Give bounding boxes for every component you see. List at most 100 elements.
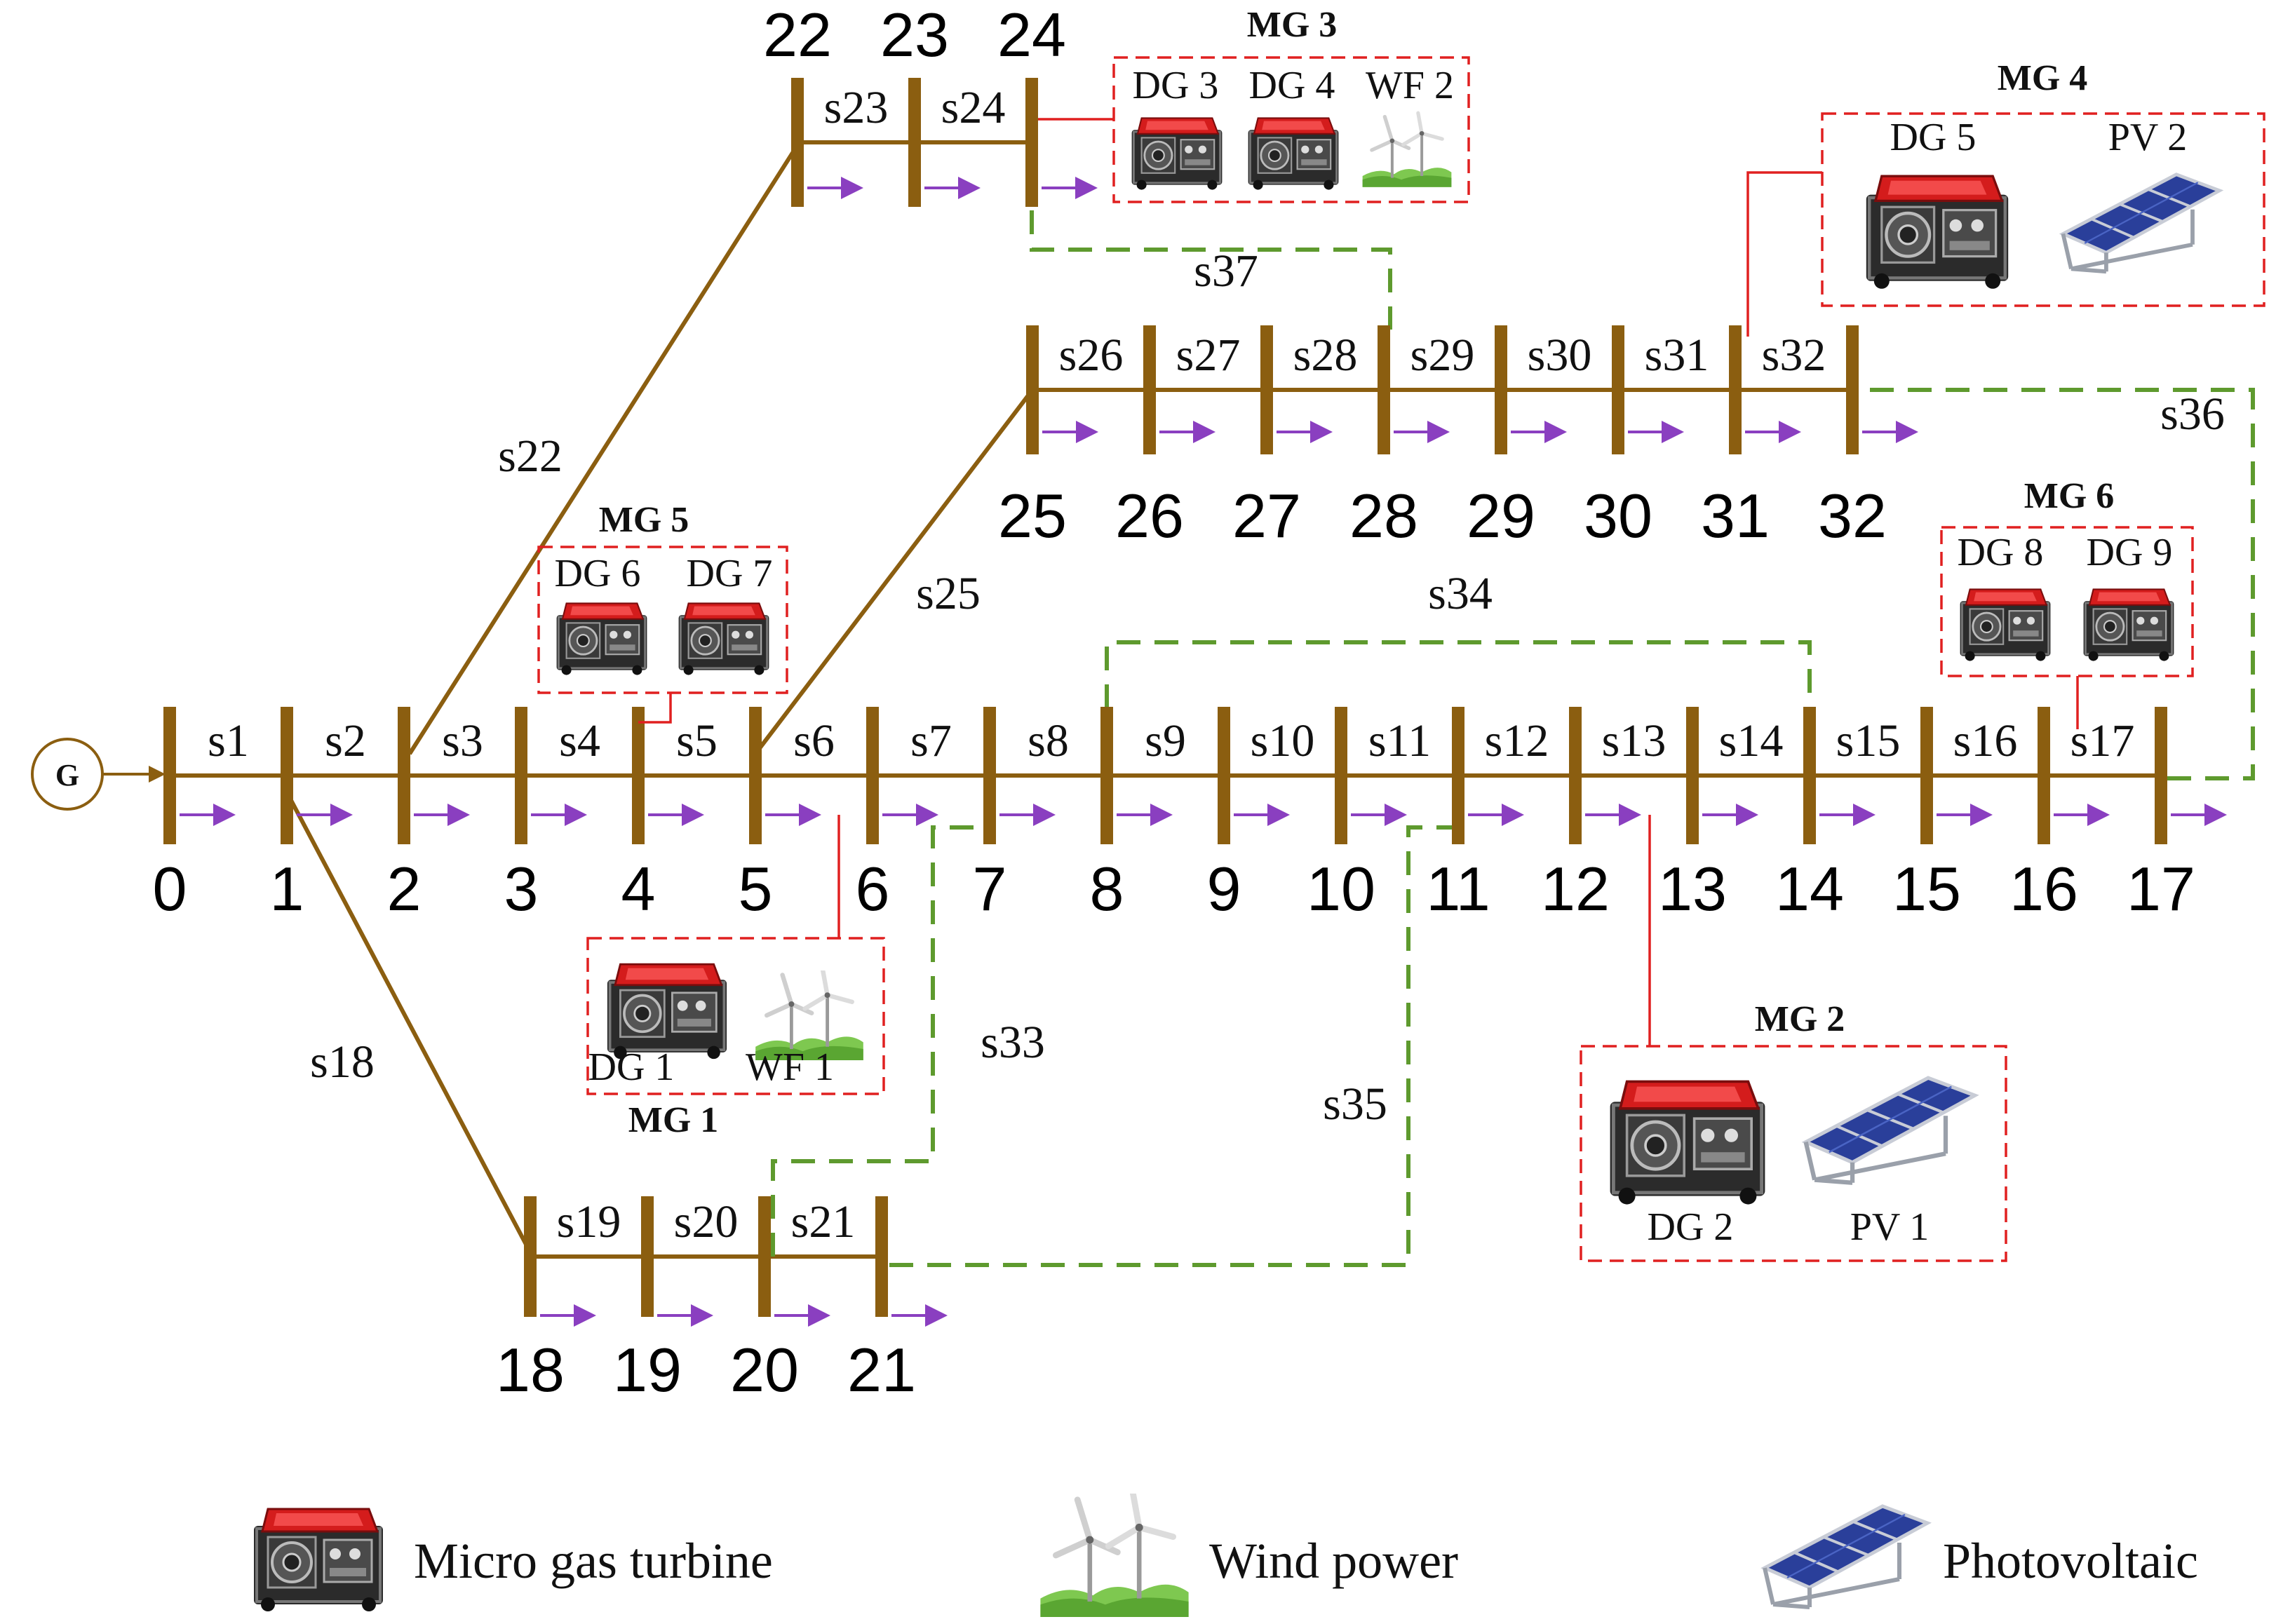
microgrid-title: MG 2 <box>1755 999 1845 1039</box>
line-label-s25: s25 <box>916 568 981 619</box>
legend-label: Wind power <box>1209 1533 1458 1589</box>
tie-label-s33: s33 <box>981 1017 1045 1068</box>
unit-label: DG 8 <box>1958 531 2044 574</box>
line-label-s18: s18 <box>310 1036 375 1088</box>
feeder-line-s25 <box>753 388 1035 755</box>
line-label-s7: s7 <box>910 715 952 766</box>
line-label-s29: s29 <box>1410 330 1475 381</box>
line-label-s21: s21 <box>791 1196 856 1247</box>
microgrid-mg-3: MG 3 DG 3 DG 4 WF 2 <box>1038 5 1470 203</box>
unit-label: PV 2 <box>2108 116 2188 159</box>
bus-number-9: 9 <box>1207 854 1241 923</box>
line-label-s24: s24 <box>941 82 1006 133</box>
bus-number-28: 28 <box>1349 481 1418 550</box>
microgrid-title: MG 6 <box>2024 476 2115 516</box>
legend-item-solar-panel: Photovoltaic <box>1765 1506 2198 1607</box>
bus-number-0: 0 <box>153 854 187 923</box>
microgrid-title: MG 1 <box>628 1100 719 1140</box>
microgrid-title: MG 4 <box>1998 58 2088 98</box>
microgrid-mg-2: MG 2 DG 2 PV 1 <box>1580 815 2007 1262</box>
bus-number-12: 12 <box>1541 854 1610 923</box>
wind-turbine-icon <box>1363 113 1452 187</box>
tie-line-s35 <box>889 825 1458 1267</box>
unit-label: DG 3 <box>1133 64 1219 107</box>
line-label-s26: s26 <box>1059 330 1124 381</box>
bus-number-29: 29 <box>1467 481 1535 550</box>
bus-number-16: 16 <box>2009 854 2078 923</box>
solar-panel-icon <box>2063 175 2219 271</box>
microgrid-boundary <box>1821 112 2265 307</box>
bus-number-13: 13 <box>1658 854 1727 923</box>
generator-icon <box>606 963 728 1060</box>
microgrid-mg-4: MG 4 DG 5 PV 2 <box>1746 58 2265 337</box>
bus-number-1: 1 <box>270 854 304 923</box>
bus-number-20: 20 <box>730 1335 799 1405</box>
generator-icon <box>1866 176 2008 289</box>
tie-label-s35: s35 <box>1323 1078 1387 1130</box>
line-label-s12: s12 <box>1485 715 1549 766</box>
microgrid-boundary <box>1112 56 1470 203</box>
bus-number-25: 25 <box>998 481 1067 550</box>
bus-number-18: 18 <box>496 1335 565 1405</box>
solar-panel-icon <box>1806 1078 1975 1183</box>
tie-label-s36: s36 <box>2160 388 2225 440</box>
microgrid-mg-1: MG 1 DG 1 WF 1 <box>586 815 885 1140</box>
tie-line-s33 <box>771 825 990 1257</box>
bus-number-27: 27 <box>1232 481 1301 550</box>
line-label-s31: s31 <box>1645 330 1709 381</box>
line-label-s4: s4 <box>559 715 600 766</box>
bus-number-8: 8 <box>1090 854 1124 923</box>
unit-label: DG 7 <box>687 552 773 595</box>
unit-label: PV 1 <box>1850 1205 1930 1249</box>
bus-number-23: 23 <box>880 0 949 69</box>
unit-label: DG 5 <box>1890 116 1977 159</box>
tie-label-s34: s34 <box>1428 568 1493 619</box>
line-label-s23: s23 <box>824 82 889 133</box>
wind-turbine-icon <box>1040 1494 1188 1617</box>
generator-icon <box>678 602 770 676</box>
unit-label: WF 2 <box>1366 64 1454 107</box>
line-label-s1: s1 <box>208 715 249 766</box>
solar-panel-icon <box>1765 1506 1927 1607</box>
microgrid-mg-6: MG 6 DG 8 DG 9 <box>1940 476 2194 729</box>
legend-label: Photovoltaic <box>1943 1533 2198 1589</box>
bus-number-2: 2 <box>387 854 422 923</box>
generator-icon <box>555 602 648 676</box>
unit-label: DG 9 <box>2087 531 2173 574</box>
unit-label: DG 4 <box>1249 64 1335 107</box>
line-label-s6: s6 <box>793 715 835 766</box>
line-label-s11: s11 <box>1368 715 1431 766</box>
bus-number-19: 19 <box>613 1335 682 1405</box>
generator-icon <box>1610 1081 1765 1204</box>
bus-number-4: 4 <box>621 854 656 923</box>
line-label-s5: s5 <box>676 715 718 766</box>
unit-label: DG 2 <box>1648 1205 1734 1249</box>
line-label-s10: s10 <box>1251 715 1315 766</box>
line-label-s15: s15 <box>1836 715 1901 766</box>
bus-number-21: 21 <box>847 1335 916 1405</box>
bus-number-26: 26 <box>1115 481 1184 550</box>
line-label-s13: s13 <box>1602 715 1666 766</box>
bus-number-6: 6 <box>856 854 890 923</box>
line-label-s9: s9 <box>1145 715 1186 766</box>
line-label-s27: s27 <box>1176 330 1241 381</box>
legend-label: Micro gas turbine <box>414 1533 773 1589</box>
generator-icon <box>2082 588 2175 662</box>
unit-label: WF 1 <box>746 1046 834 1089</box>
generator-icon <box>1959 588 2052 662</box>
microgrid-title: MG 3 <box>1247 5 1338 45</box>
feeder-line-s18 <box>285 791 532 1254</box>
microgrid-title: MG 5 <box>599 500 689 540</box>
generator-icon <box>1247 116 1340 191</box>
bus-number-31: 31 <box>1701 481 1770 550</box>
generator-icon <box>1131 116 1223 191</box>
line-label-s8: s8 <box>1028 715 1069 766</box>
tie-line-s34 <box>1105 640 1812 708</box>
unit-label: DG 1 <box>588 1046 675 1089</box>
bus-number-5: 5 <box>739 854 773 923</box>
microgrid-boundary <box>1940 526 2194 677</box>
line-label-s32: s32 <box>1762 330 1826 381</box>
bus-number-10: 10 <box>1307 854 1375 923</box>
